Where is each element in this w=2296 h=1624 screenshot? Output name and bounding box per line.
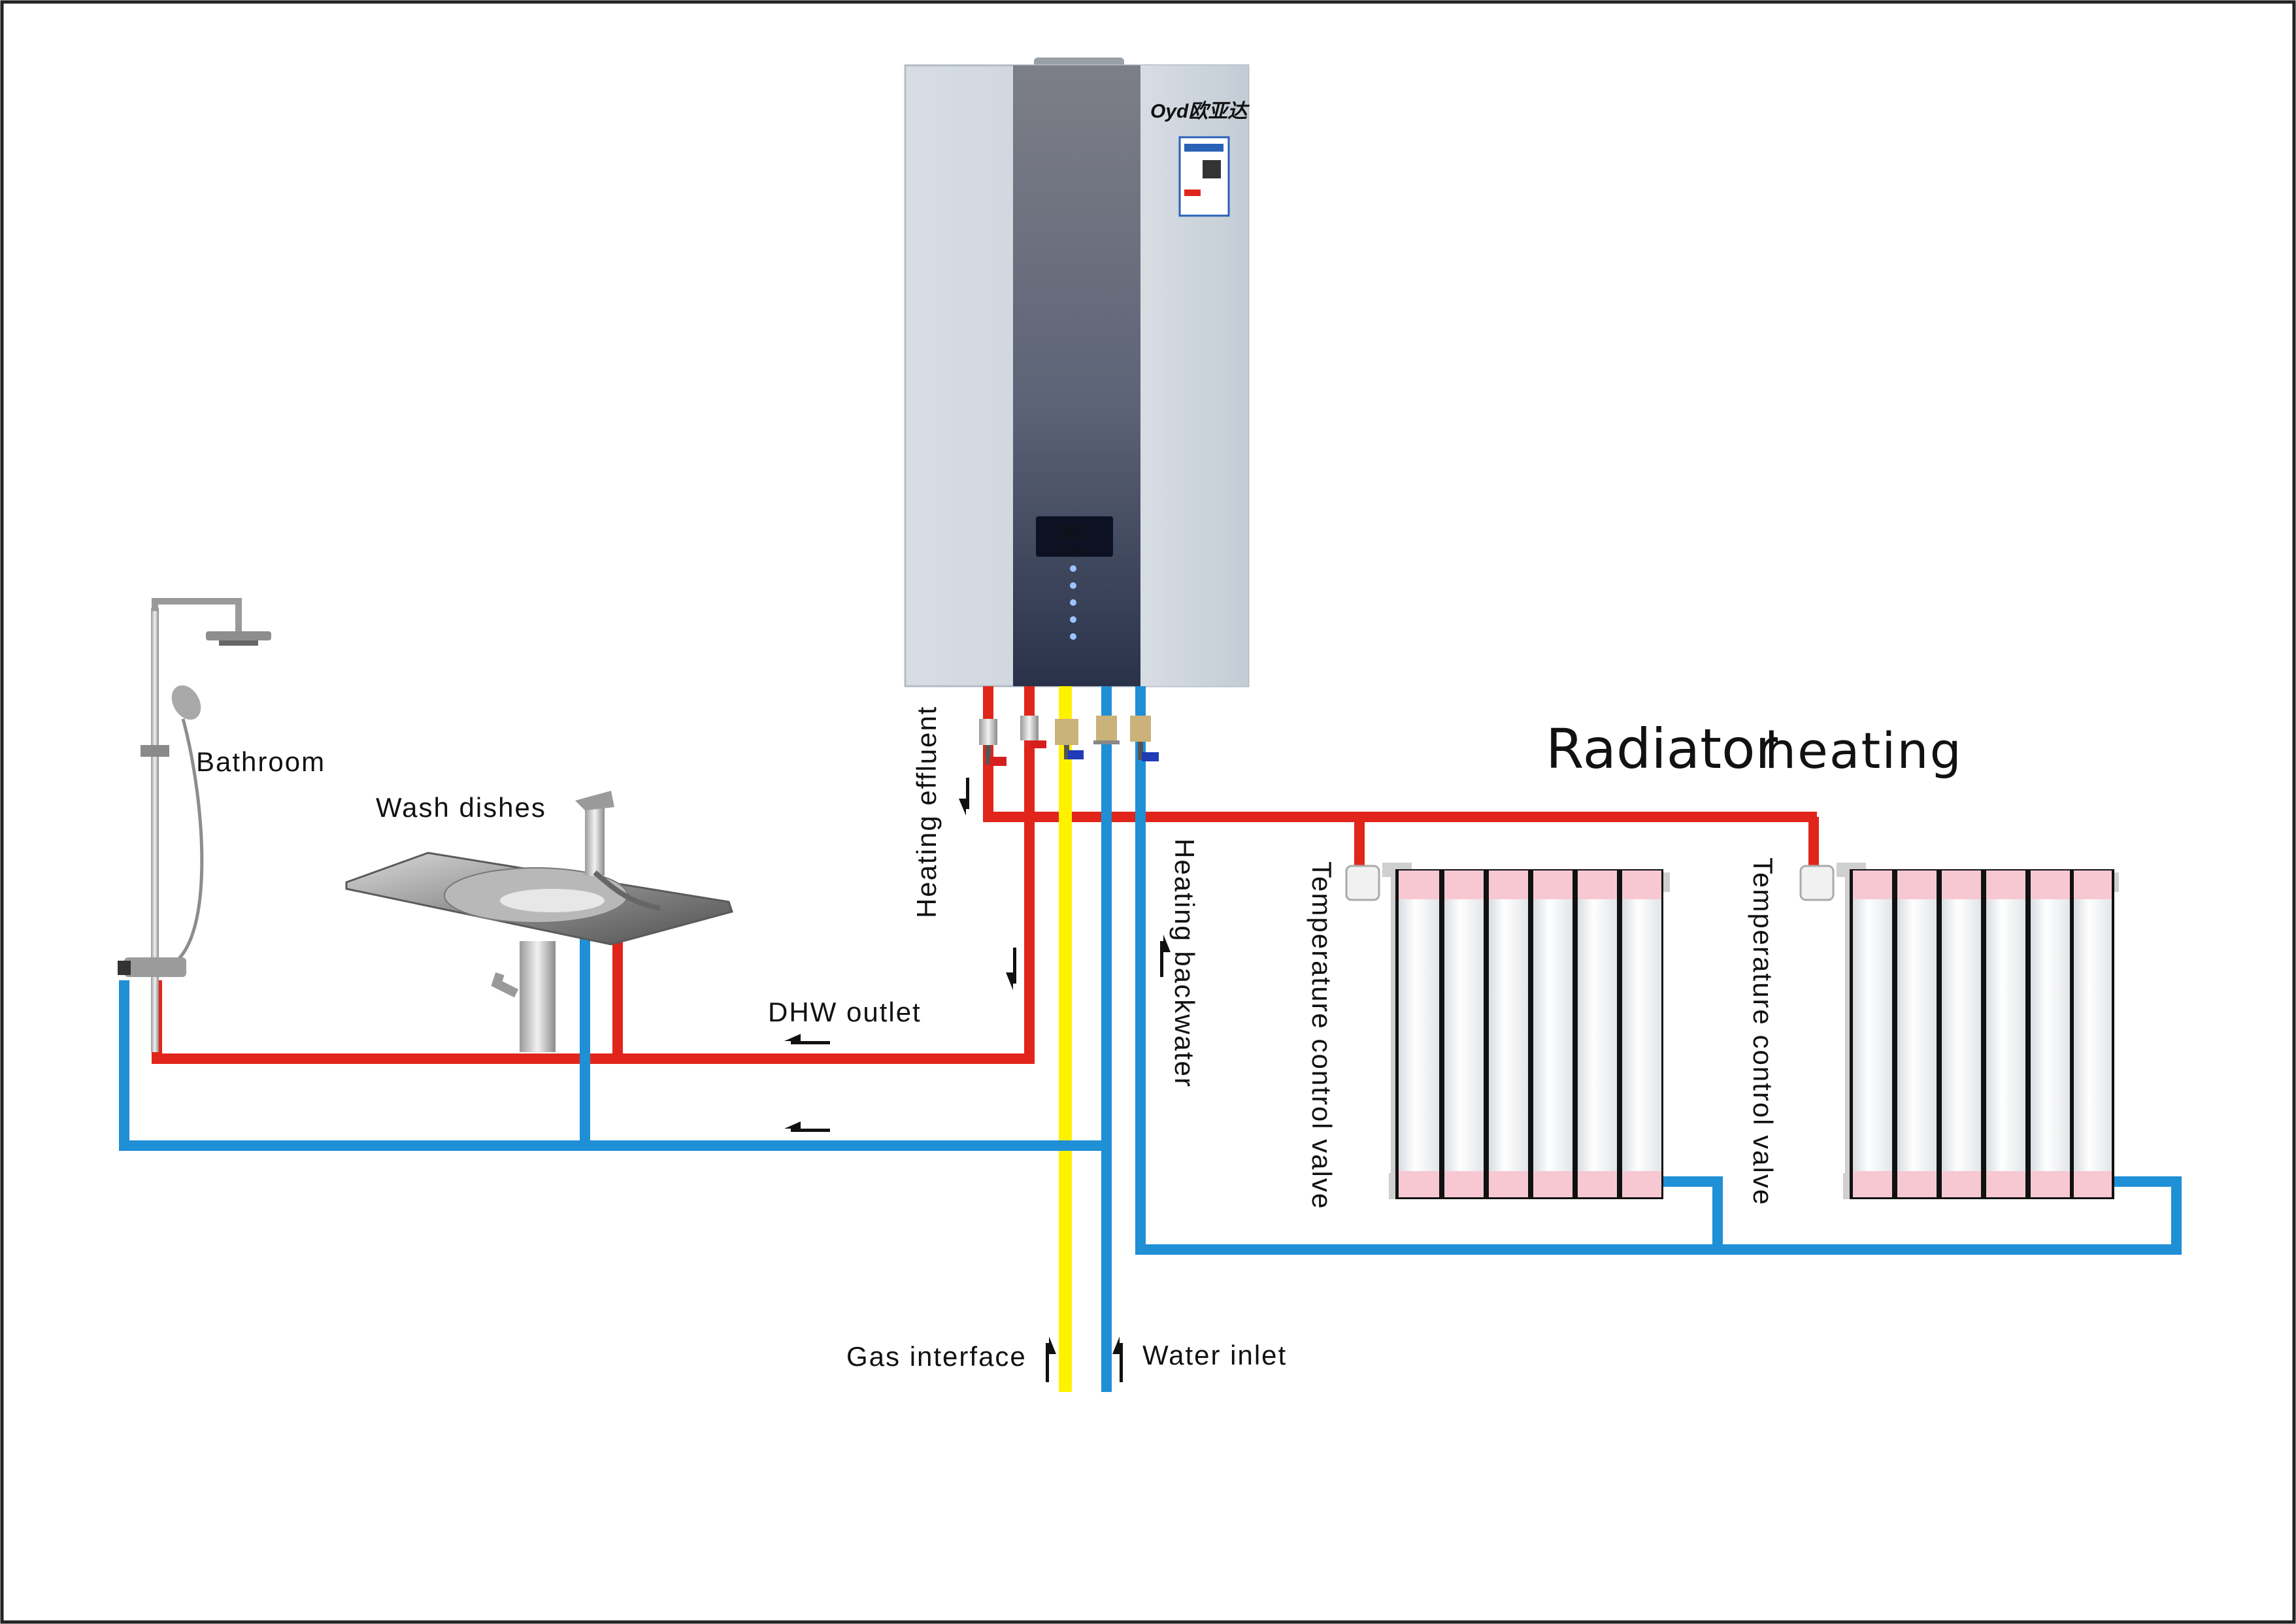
label-heating-backwater: Heating backwater [1169, 838, 1200, 1088]
label-water-inlet: Water inlet [1142, 1340, 1287, 1370]
label-heating-effluent: Heating effluent [911, 706, 942, 918]
mode-button[interactable] [1070, 582, 1076, 589]
minus-button[interactable] [1070, 616, 1076, 623]
shower-icon [118, 598, 271, 1052]
title-main: Radiator [1546, 717, 1778, 781]
label-gas-interface: Gas interface [846, 1341, 1027, 1372]
sink-icon [345, 791, 733, 1052]
radiator-icon [1345, 863, 2119, 1199]
arrow-down-icon [1006, 948, 1016, 990]
settings-button[interactable] [1070, 633, 1076, 640]
radiator-2 [1799, 863, 2119, 1199]
arrow-left-icon [784, 1121, 830, 1132]
radiator-1 [1345, 863, 1670, 1199]
arrow-down-icon [959, 778, 969, 816]
arrow-up-icon [1046, 1336, 1056, 1382]
arrow-left-icon [784, 1034, 830, 1044]
boiler-brand: Oyd欧亚达 [1150, 101, 1250, 122]
display-temp: 80 [1060, 520, 1085, 545]
label-dhw-outlet: DHW outlet [768, 997, 922, 1027]
valve-icon [979, 716, 1159, 766]
boiler-icon: Oyd欧亚达 80 P 11:00 12 [904, 58, 1250, 688]
boiler-display [1036, 516, 1113, 557]
thermostatic-valve-2[interactable] [1799, 865, 1835, 901]
label-wash-dishes: Wash dishes [376, 792, 546, 823]
pipes [119, 686, 2182, 1392]
arrow-up-icon [1160, 935, 1171, 977]
label-valve-2: Temperature control valve [1748, 857, 1778, 1206]
cold-supply-pipe [119, 980, 1106, 1151]
flow-arrows [784, 778, 1171, 1382]
display-sub: P 11:00 12 [1044, 546, 1094, 557]
labels: Radiator heating Bathroom Wash dishes DH… [196, 706, 1963, 1372]
label-valve-1: Temperature control valve [1306, 861, 1337, 1210]
heating-backwater-pipe [1135, 686, 2182, 1255]
arrow-up-icon [1112, 1336, 1123, 1382]
thermostatic-valve-1[interactable] [1345, 865, 1380, 901]
power-button[interactable] [1070, 565, 1076, 572]
label-bathroom: Bathroom [196, 746, 325, 777]
title-sub: heating [1765, 721, 1963, 780]
plus-button[interactable] [1070, 599, 1076, 606]
